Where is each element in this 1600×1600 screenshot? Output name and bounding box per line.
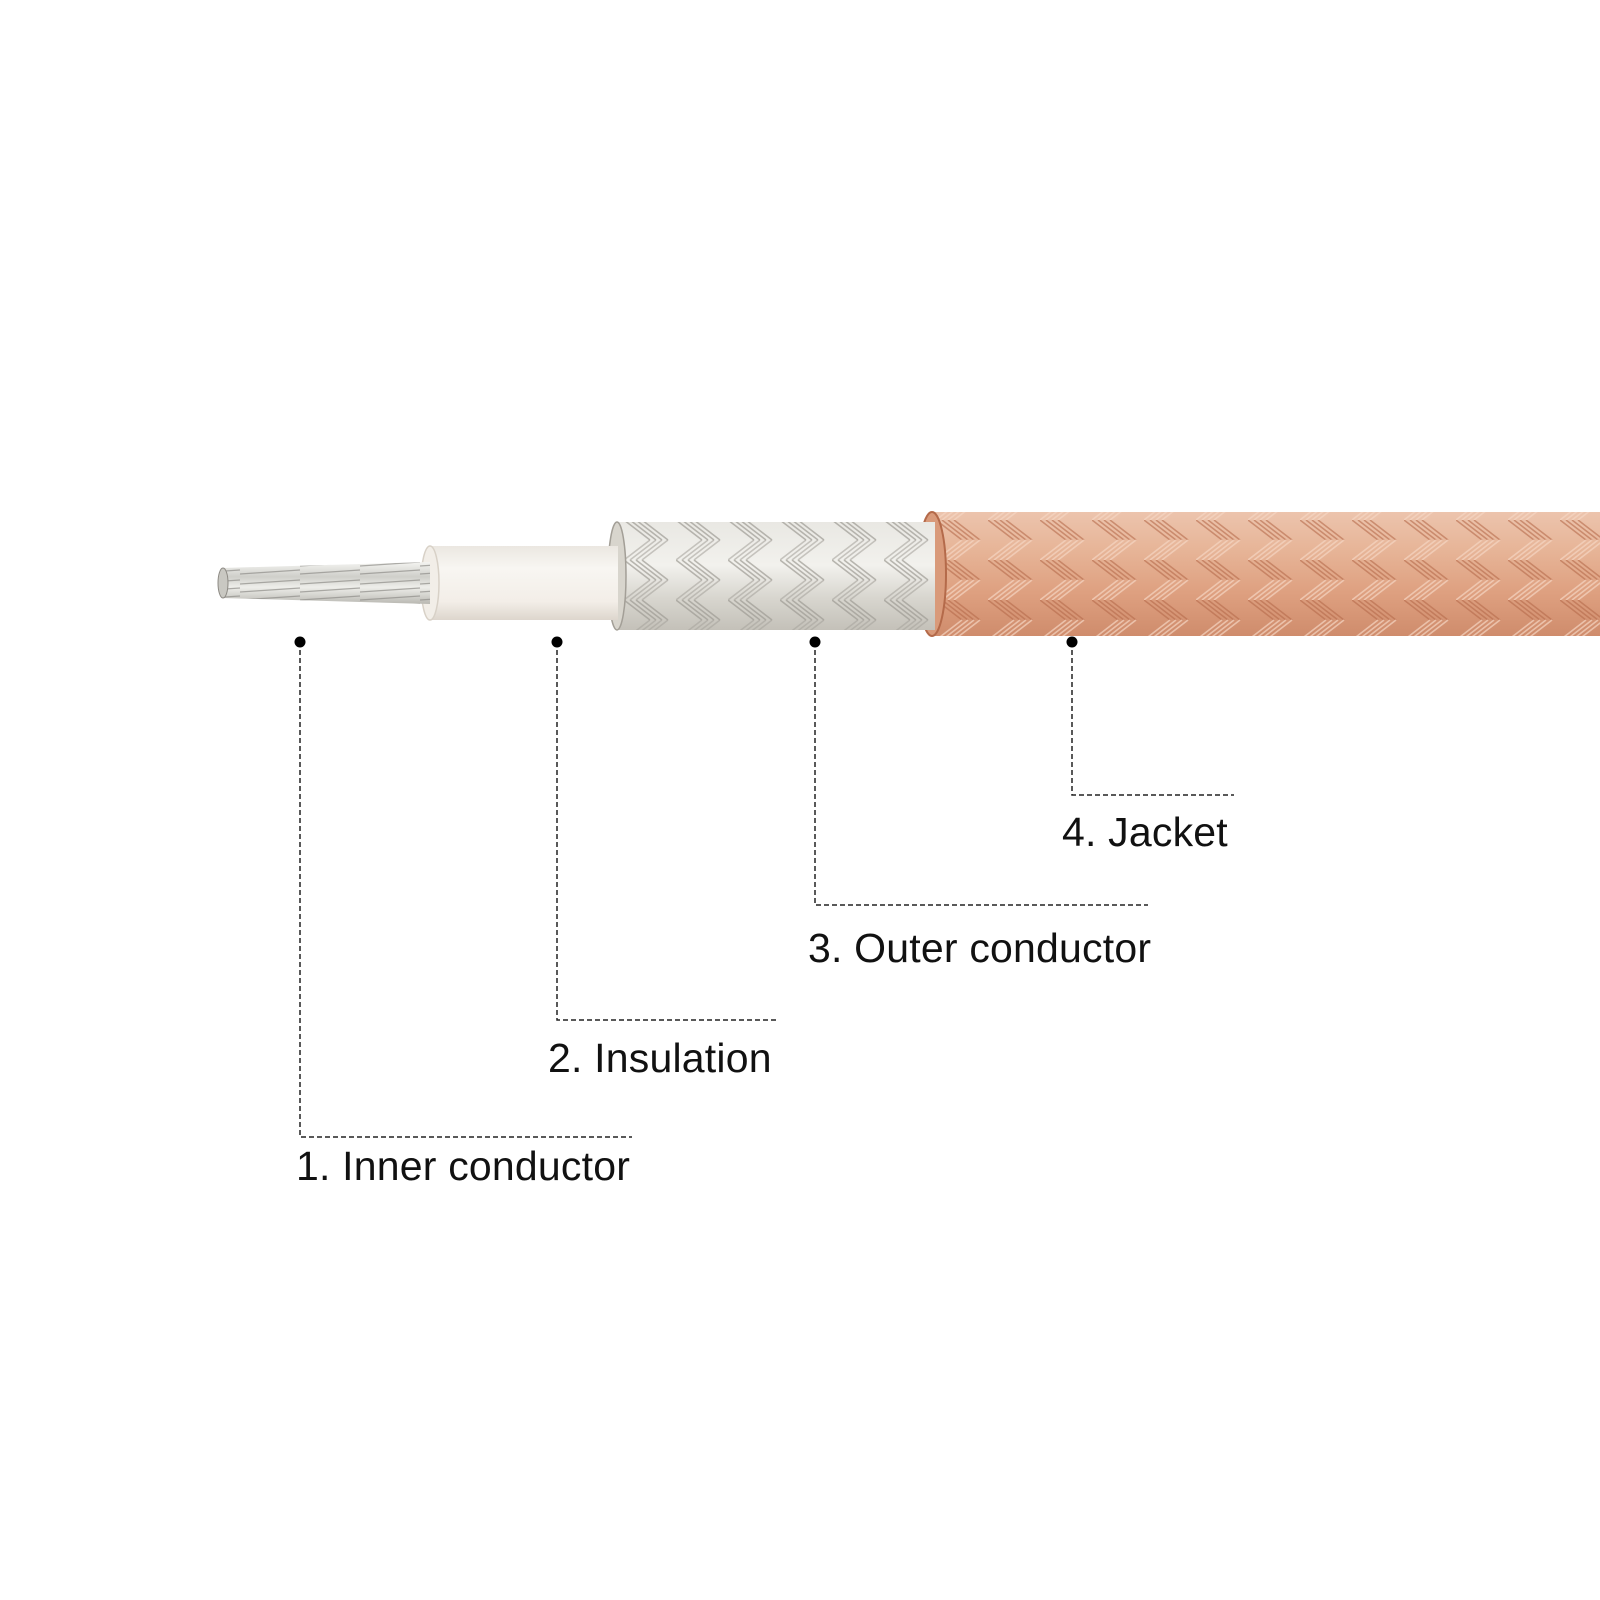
jacket-segment <box>917 511 1600 637</box>
callout-2-leader <box>556 642 778 1021</box>
callout-3-leader <box>814 642 1148 906</box>
outer-conductor-segment <box>607 521 935 631</box>
inner-conductor-segment <box>217 562 430 604</box>
insulation-segment <box>420 545 618 621</box>
callout-1-leader <box>299 642 632 1138</box>
label-outer-conductor: 3. Outer conductor <box>808 925 1152 971</box>
callout-4-leader <box>1071 642 1234 796</box>
callout-4-dot <box>1066 636 1078 648</box>
callout-1-dot <box>294 636 306 648</box>
label-inner-conductor: 1. Inner conductor <box>296 1143 631 1189</box>
callout-3-dot <box>809 636 821 648</box>
label-insulation: 2. Insulation <box>548 1035 772 1081</box>
label-jacket: 4. Jacket <box>1062 809 1228 855</box>
callout-2-dot <box>551 636 563 648</box>
